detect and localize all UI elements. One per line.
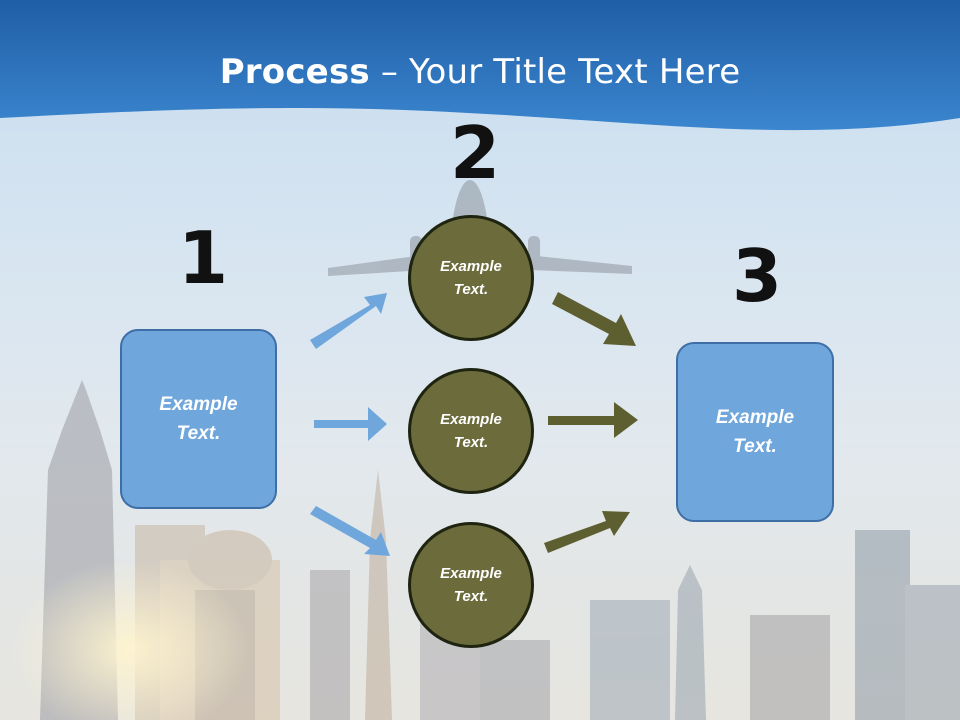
step-number-1: 1 [178,216,229,300]
olive-arrow-top [552,292,636,346]
blue-arrow-middle [314,407,387,441]
step-number-3: 3 [732,234,783,318]
slide-title: Process – Your Title Text Here [0,52,960,92]
circle-bottom[interactable]: Example Text. [408,522,534,648]
blue-arrow-bottom [310,506,390,556]
circle-top[interactable]: Example Text. [408,215,534,341]
step-number-2: 2 [450,111,501,195]
blue-arrow-top [310,293,387,349]
title-bold: Process [219,52,370,92]
olive-arrow-middle [548,402,638,438]
step-box-right[interactable]: Example Text. [676,342,834,522]
title-rest: – Your Title Text Here [369,52,741,92]
olive-arrow-bottom [544,511,630,553]
header-band [0,0,960,131]
sun-glow [10,560,250,720]
step-box-left[interactable]: Example Text. [120,329,277,509]
circle-middle[interactable]: Example Text. [408,368,534,494]
